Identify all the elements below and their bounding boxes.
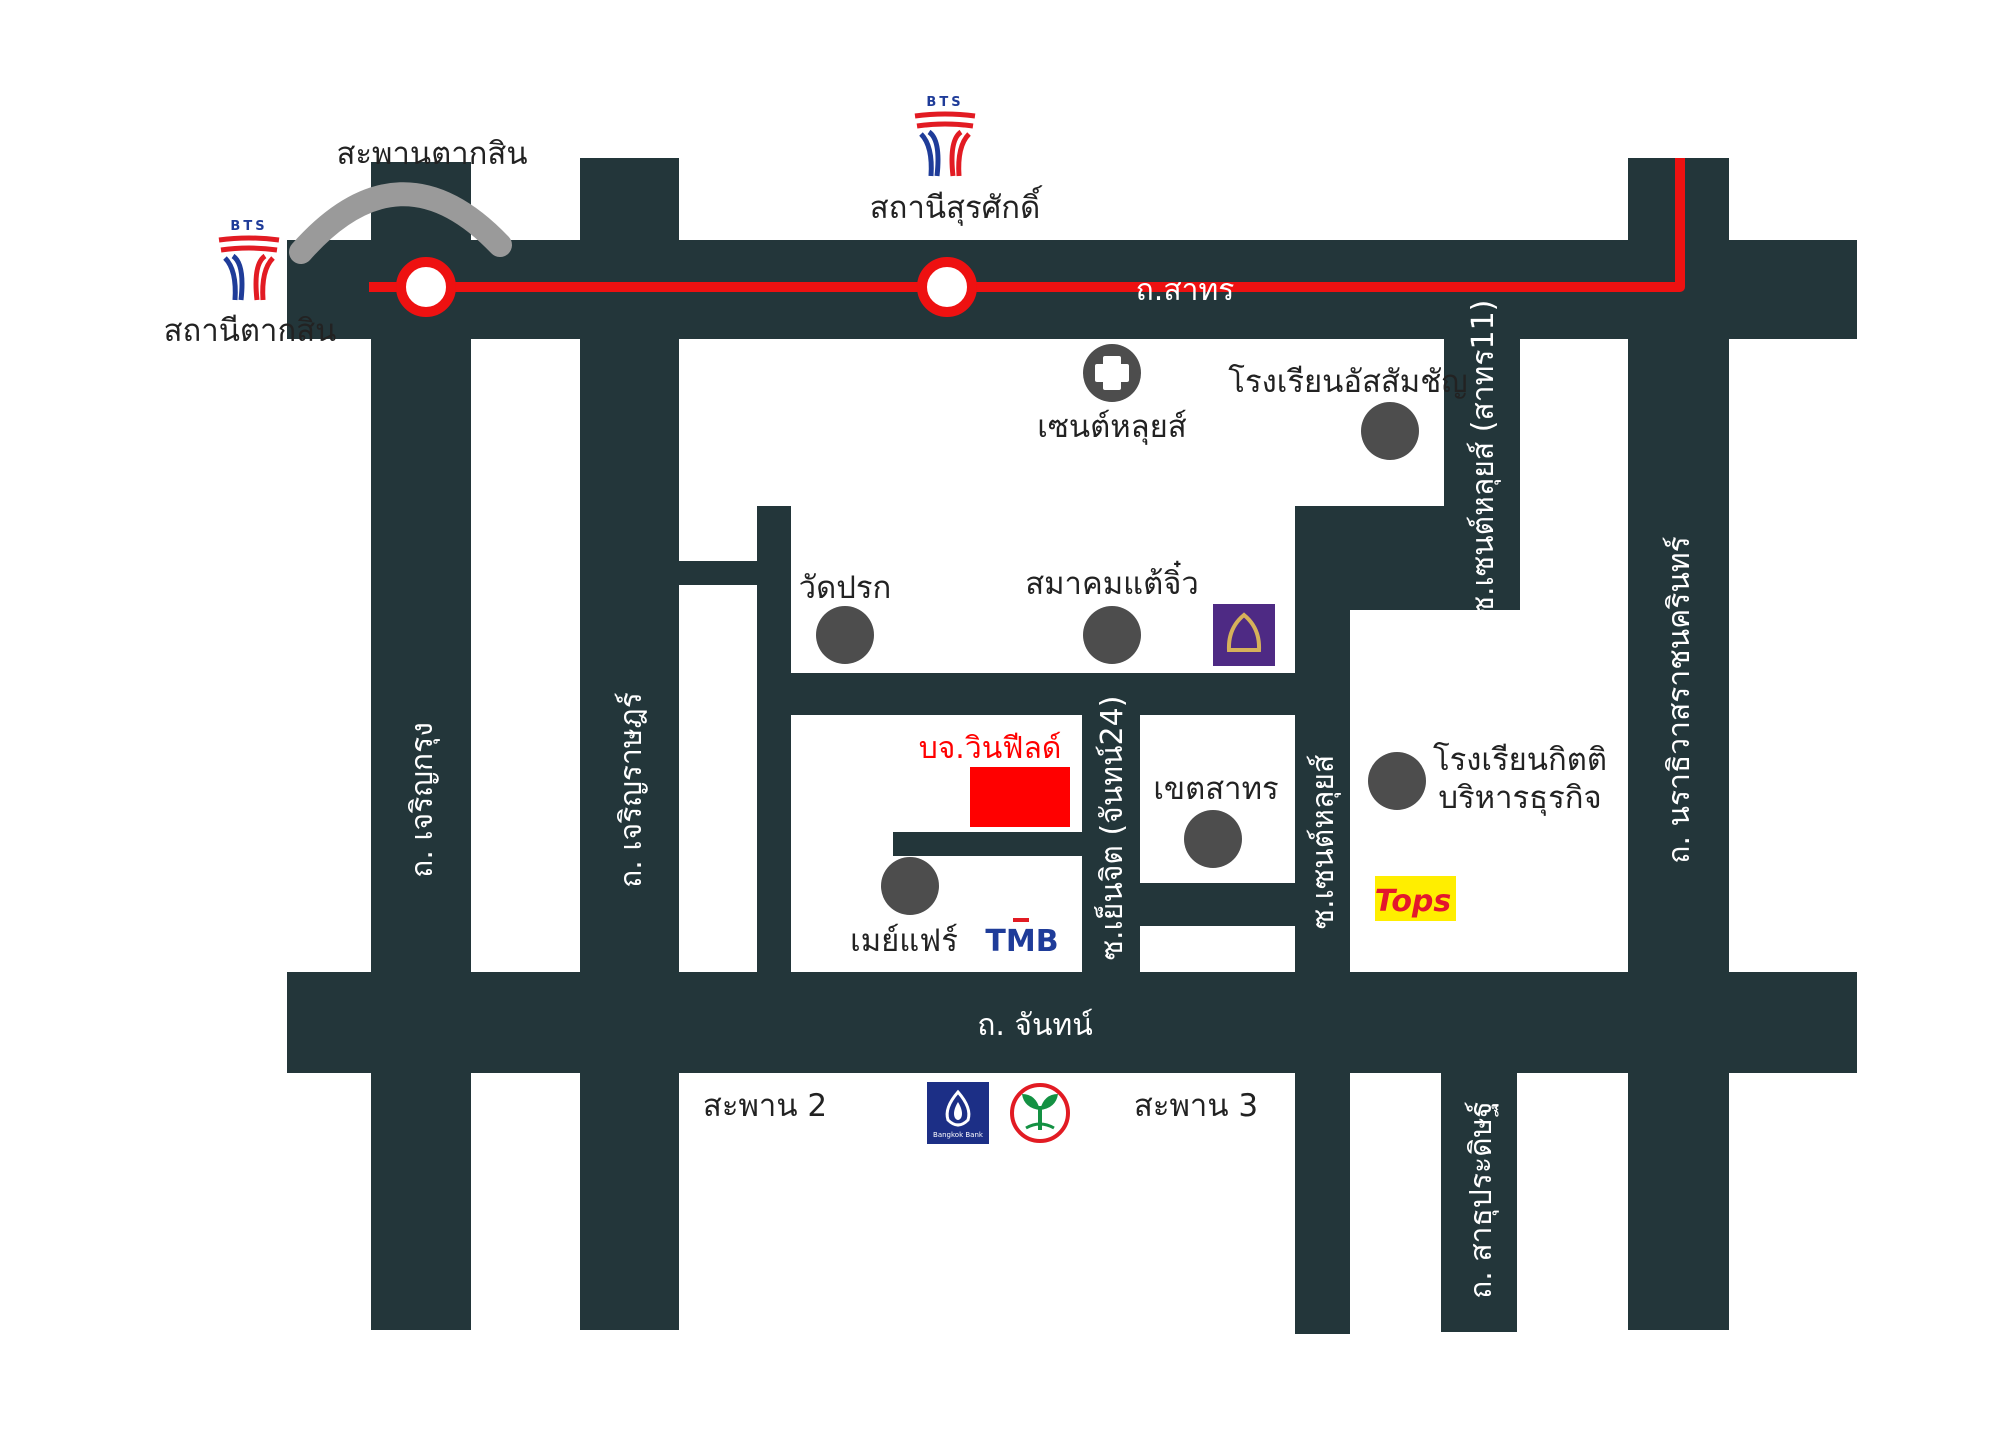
tmb-logo-icon[interactable]: TMB (985, 918, 1059, 959)
kasikorn-logo-icon[interactable] (1010, 1083, 1070, 1143)
bts-logo-icon: BTS (218, 219, 280, 301)
wat-prok-label: วัดปรก (799, 570, 892, 606)
road-charoenrat-label: ถ. เจริญราษฎร์ (614, 692, 649, 888)
road-soi-yen-chit-label: ซ.เย็นจิต (จันทน์24) (1093, 696, 1130, 961)
tae-chiw-association-label: สมาคมแต้จิ๋ว (1025, 559, 1199, 602)
sathorn-district-marker[interactable] (1184, 810, 1242, 868)
road-naradhiwas-label: ถ. นราธิวาสราชนครินทร์ (1662, 536, 1697, 863)
wat-prok-marker[interactable] (816, 606, 874, 664)
hospital-cross-icon (1095, 356, 1129, 390)
road-charoenkrung-label: ถ. เจริญกรุง (405, 722, 441, 878)
road-soi-wat-prok-branch (679, 561, 759, 585)
taksin-bridge-label: สะพานตากสิน (336, 136, 527, 172)
bts-logo-text: BTS (926, 95, 963, 110)
tae-chiw-association-marker[interactable] (1083, 606, 1141, 664)
station-taksin-label: สถานีตากสิน (164, 313, 337, 349)
bangkok-bank-logo-text: Bangkok Bank (933, 1131, 984, 1139)
mayfair-marker[interactable] (881, 857, 939, 915)
road-soi-saint-louis-11-label: ซ.เซนต์หลุยส์ (สาทร11) (1466, 300, 1502, 617)
company-marker[interactable] (970, 767, 1070, 827)
road-soi-district (1138, 883, 1298, 926)
kittiwat-school-label-line2: บริหารธุรกิจ (1438, 780, 1601, 817)
tmb-logo-text: TMB (985, 924, 1058, 959)
bts-station-taksin-marker[interactable] (396, 257, 456, 317)
bts-logo-icon: BTS (914, 95, 976, 177)
road-chan (287, 972, 1857, 1073)
road-soi-saint-louis-label: ซ.เซนต์หลุยส์ (1306, 755, 1342, 930)
bangkok-bank-logo-icon[interactable]: Bangkok Bank (927, 1082, 989, 1144)
road-charoenkrung (371, 162, 471, 1330)
road-network (287, 158, 1857, 1334)
road-sathu-pradit-label: ถ. สาธุประดิษฐ์ (1464, 1101, 1500, 1299)
road-sathu-pradit (1441, 1070, 1517, 1332)
road-naradhiwas (1628, 158, 1729, 1330)
scb-logo-icon[interactable] (1213, 604, 1275, 666)
tops-logo-icon[interactable]: Tops (1375, 876, 1456, 921)
road-soi-yen-chit (1082, 673, 1140, 973)
bts-line (369, 158, 1685, 292)
road-sathorn-label: ถ.สาทร (1136, 273, 1235, 308)
tops-logo-text: Tops (1375, 884, 1452, 919)
assumption-school-marker[interactable] (1361, 402, 1419, 460)
mayfair-label: เมย์แฟร์ (850, 923, 958, 959)
bts-station-surasak-marker[interactable] (917, 257, 977, 317)
kittiwat-school-marker[interactable] (1368, 752, 1426, 810)
hospital-label: เซนต์หลุยส์ (1037, 409, 1187, 446)
road-soi-company (893, 832, 1084, 856)
bts-logo-text: BTS (230, 219, 267, 234)
road-soi-saint-louis (1295, 506, 1350, 1334)
bridge-3-label: สะพาน 3 (1134, 1088, 1258, 1124)
road-soi-middle (757, 673, 1297, 715)
assumption-school-label: โรงเรียนอัสสัมชัญ (1228, 364, 1467, 400)
sathorn-district-label: เขตสาทร (1153, 771, 1278, 807)
bridge-2-label: สะพาน 2 (703, 1088, 827, 1124)
station-surasak-label: สถานีสุรศักดิ์ (870, 184, 1043, 227)
road-soi-wat-prok (757, 506, 791, 972)
road-charoenrat (580, 158, 679, 1330)
road-chan-label: ถ. จันทน์ (977, 1008, 1093, 1043)
company-label: บจ.วินฟีลด์ (919, 731, 1062, 766)
taksin-bridge-arc (289, 182, 512, 264)
kittiwat-school-label-line1: โรงเรียนกิตติ (1433, 742, 1607, 778)
